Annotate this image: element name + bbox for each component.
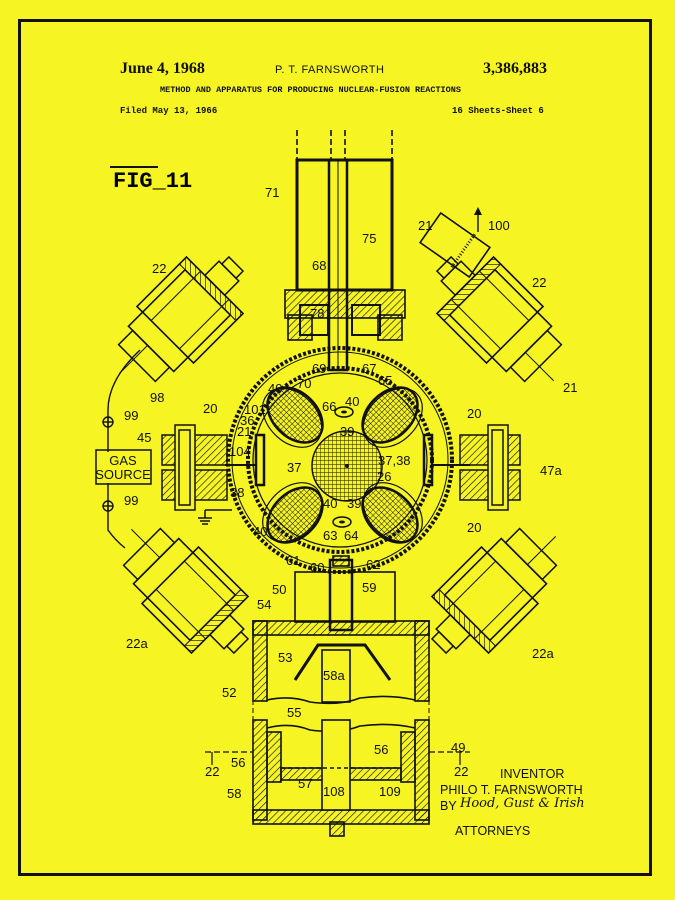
upper-left-cylinder [93, 234, 266, 407]
svg-text:63: 63 [323, 528, 337, 543]
svg-text:59: 59 [362, 580, 376, 595]
svg-text:52: 52 [222, 685, 236, 700]
svg-text:50: 50 [272, 582, 286, 597]
svg-text:66: 66 [322, 399, 336, 414]
inventor-name: PHILO T. FARNSWORTH [440, 783, 583, 797]
svg-text:22: 22 [454, 764, 468, 779]
svg-text:62: 62 [366, 557, 380, 572]
svg-text:26: 26 [377, 469, 391, 484]
svg-text:69: 69 [312, 361, 326, 376]
fusion-chamber [225, 346, 470, 574]
svg-text:40: 40 [253, 524, 267, 539]
svg-text:40: 40 [323, 496, 337, 511]
reference-numerals: 71 75 68 78 100 21 21 21 22 22 22a 22a 9… [124, 185, 577, 801]
lower-right-cylinder [409, 503, 582, 676]
svg-text:40: 40 [268, 381, 282, 396]
svg-text:99: 99 [124, 493, 138, 508]
svg-text:37,38: 37,38 [378, 453, 411, 468]
figure-label: FIG_11 [110, 166, 192, 194]
svg-text:55: 55 [287, 705, 301, 720]
svg-text:104: 104 [229, 444, 251, 459]
svg-text:FIG_11: FIG_11 [113, 169, 192, 194]
svg-text:22: 22 [152, 261, 166, 276]
svg-text:21: 21 [563, 380, 577, 395]
svg-text:53: 53 [278, 650, 292, 665]
lower-housing [252, 719, 430, 837]
svg-text:20: 20 [467, 520, 481, 535]
svg-text:21: 21 [237, 424, 251, 439]
attorney-signature: Hood, Gust & Irish [460, 796, 585, 811]
filed-date: Filed May 13, 1966 [120, 106, 218, 116]
attorneys-label: ATTORNEYS [455, 824, 531, 838]
left-flange [161, 424, 232, 525]
svg-text:57: 57 [298, 776, 312, 791]
adjustment-box [418, 211, 492, 279]
section-line-22 [205, 751, 470, 765]
svg-text:GAS: GAS [109, 453, 137, 468]
svg-text:22: 22 [532, 275, 546, 290]
svg-text:22a: 22a [532, 646, 554, 661]
svg-text:37: 37 [287, 460, 301, 475]
svg-text:22a: 22a [126, 636, 148, 651]
inventor-heading: INVENTOR [500, 767, 565, 781]
svg-text:78: 78 [310, 306, 324, 321]
right-flange [459, 424, 521, 511]
svg-text:64: 64 [344, 528, 358, 543]
svg-text:22: 22 [205, 764, 219, 779]
gas-lines [102, 349, 141, 549]
svg-text:100: 100 [488, 218, 510, 233]
svg-text:SOURCE: SOURCE [95, 467, 151, 482]
svg-text:49: 49 [451, 740, 465, 755]
gas-source-box: GAS SOURCE [95, 449, 152, 485]
svg-text:108: 108 [323, 784, 345, 799]
svg-text:71: 71 [265, 185, 279, 200]
svg-text:60: 60 [310, 560, 324, 575]
svg-text:39: 39 [340, 424, 354, 439]
upper-housing [252, 620, 430, 705]
by-label: BY [440, 799, 457, 813]
svg-text:47a: 47a [540, 463, 562, 478]
svg-text:65: 65 [378, 373, 392, 388]
lower-left-cylinder [98, 503, 271, 676]
svg-text:67: 67 [362, 361, 376, 376]
svg-text:70: 70 [297, 376, 311, 391]
sheet-count: 16 Sheets-Sheet 6 [452, 106, 544, 116]
svg-text:56: 56 [374, 742, 388, 757]
upper-right-cylinder [414, 234, 587, 407]
patent-date: June 4, 1968 [120, 60, 205, 77]
top-tube-assembly [284, 130, 406, 372]
patent-title: METHOD AND APPARATUS FOR PRODUCING NUCLE… [160, 85, 461, 95]
svg-text:39: 39 [347, 496, 361, 511]
svg-text:58a: 58a [323, 668, 345, 683]
svg-text:54: 54 [257, 597, 271, 612]
svg-text:40: 40 [345, 394, 359, 409]
svg-text:45: 45 [137, 430, 151, 445]
svg-text:99: 99 [124, 408, 138, 423]
svg-text:68: 68 [312, 258, 326, 273]
svg-text:20: 20 [467, 406, 481, 421]
svg-text:109: 109 [379, 784, 401, 799]
svg-text:21: 21 [418, 218, 432, 233]
svg-text:56: 56 [231, 755, 245, 770]
svg-text:36: 36 [240, 413, 254, 428]
svg-text:58: 58 [227, 786, 241, 801]
svg-text:20: 20 [203, 401, 217, 416]
patent-number: 3,386,883 [483, 60, 547, 77]
svg-text:61: 61 [286, 553, 300, 568]
svg-text:75: 75 [362, 231, 376, 246]
svg-text:98: 98 [150, 390, 164, 405]
svg-text:38: 38 [230, 485, 244, 500]
page-border [18, 19, 652, 876]
svg-text:101: 101 [244, 402, 266, 417]
inventor-header: P. T. FARNSWORTH [275, 64, 385, 76]
